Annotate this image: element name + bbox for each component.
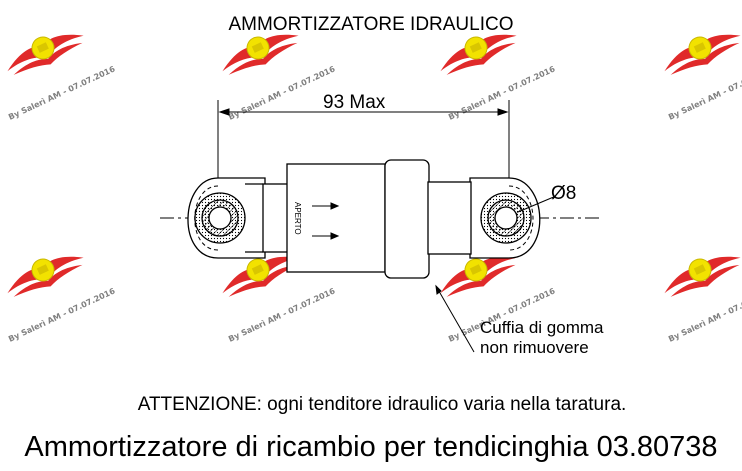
note-line-2: non rimuovere	[480, 338, 589, 357]
diameter-label: Ø8	[551, 183, 577, 204]
right-eyelet	[469, 177, 541, 259]
watermark-logo	[656, 241, 742, 305]
dimension-93	[217, 100, 510, 180]
watermark-text: By Salerì AM - 07.07.2016	[667, 64, 742, 122]
warning-body: ogni tenditore idraulico varia nella tar…	[261, 394, 627, 415]
left-eyelet	[187, 177, 266, 259]
footer-title: Ammortizzatore di ricambio per tendicing…	[24, 431, 718, 463]
watermark-text: By Salerì AM - 07.07.2016	[227, 64, 337, 122]
diameter-leader	[517, 195, 557, 213]
warning-text: ATTENZIONE: ogni tenditore idraulico var…	[0, 394, 742, 416]
body-marking: APERTO	[293, 202, 302, 235]
drawing-title: AMMORTIZZATORE IDRAULICO	[228, 14, 514, 35]
watermark-text: By Salerì AM - 07.07.2016	[7, 64, 117, 122]
warning-label: ATTENZIONE:	[137, 394, 262, 415]
dimension-label: 93 Max	[323, 92, 386, 113]
watermark-logo	[0, 241, 90, 305]
note-leader	[435, 284, 475, 353]
flow-arrows	[312, 202, 340, 240]
watermark-text: By Salerì AM - 07.07.2016	[667, 286, 742, 344]
watermark-text: By Salerì AM - 07.07.2016	[227, 286, 337, 344]
shock-body	[245, 159, 472, 279]
note-line-1: Cuffia di gomma	[480, 318, 604, 337]
watermark-text: By Salerì AM - 07.07.2016	[7, 286, 117, 344]
